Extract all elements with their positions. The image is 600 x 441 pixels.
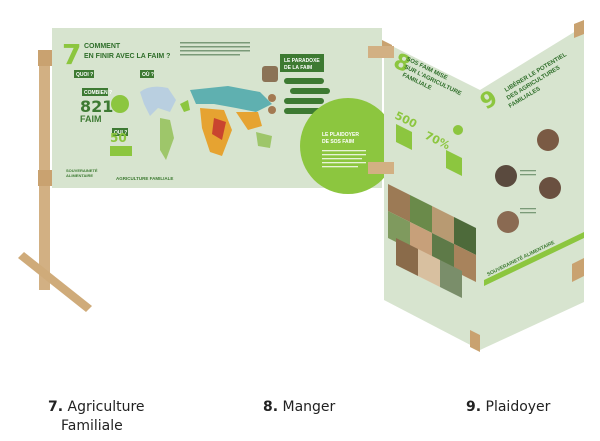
world-map xyxy=(140,86,272,160)
panel-7-title-2: EN FINIR AVEC LA FAIM ? xyxy=(84,53,170,60)
photo-grid xyxy=(388,184,476,298)
plaidoyer-circle xyxy=(300,98,396,194)
q-combien: COMBIEN ? xyxy=(84,90,112,96)
portrait-4 xyxy=(497,211,519,233)
caption-7: 7. Agriculture Familiale xyxy=(48,399,145,434)
portrait-1 xyxy=(537,129,559,151)
stat-50: 50 xyxy=(110,131,127,145)
paradox-title-b: DE LA FAIM xyxy=(284,65,312,71)
stat-821: 821 xyxy=(80,97,113,116)
panel-7-board: 7 COMMENT EN FINIR AVEC LA FAIM ? QUOI ?… xyxy=(52,28,396,194)
panel-7-title-1: COMMENT xyxy=(84,43,121,50)
plan-title-b: DE SOS FAIM xyxy=(322,139,354,145)
panel-7-number: 7 xyxy=(62,38,81,71)
logo-b: ALIMENTAIRE xyxy=(66,173,93,178)
stat-faim: FAIM xyxy=(80,114,102,124)
panel-8-board: 8 SOS FAIM MISE SUR L'AGRICULTURE FAMILI… xyxy=(382,40,480,352)
q-qui: QUI ? xyxy=(114,130,127,136)
q-ou: OÙ ? xyxy=(142,71,154,78)
plan-title-a: LE PLAIDOYER xyxy=(322,132,359,138)
wooden-stand-7 xyxy=(18,50,92,312)
caption-9: 9. Plaidoyer xyxy=(466,399,551,415)
panel-9-board: 9 LIBÉRER LE POTENTIEL DES AGRICULTURES … xyxy=(476,20,584,350)
caption-8: 8. Manger xyxy=(263,399,336,415)
panel-7-footer: AGRICULTURE FAMILIALE xyxy=(116,176,173,181)
paradox-title-a: LE PARADOXE xyxy=(284,58,320,64)
globe-icon xyxy=(111,95,129,113)
q-quoi: QUOI ? xyxy=(76,72,93,78)
portrait-3 xyxy=(539,177,561,199)
connectors xyxy=(368,46,394,174)
logo-a: SOUVERAINETÉ xyxy=(66,168,98,173)
portrait-2 xyxy=(495,165,517,187)
